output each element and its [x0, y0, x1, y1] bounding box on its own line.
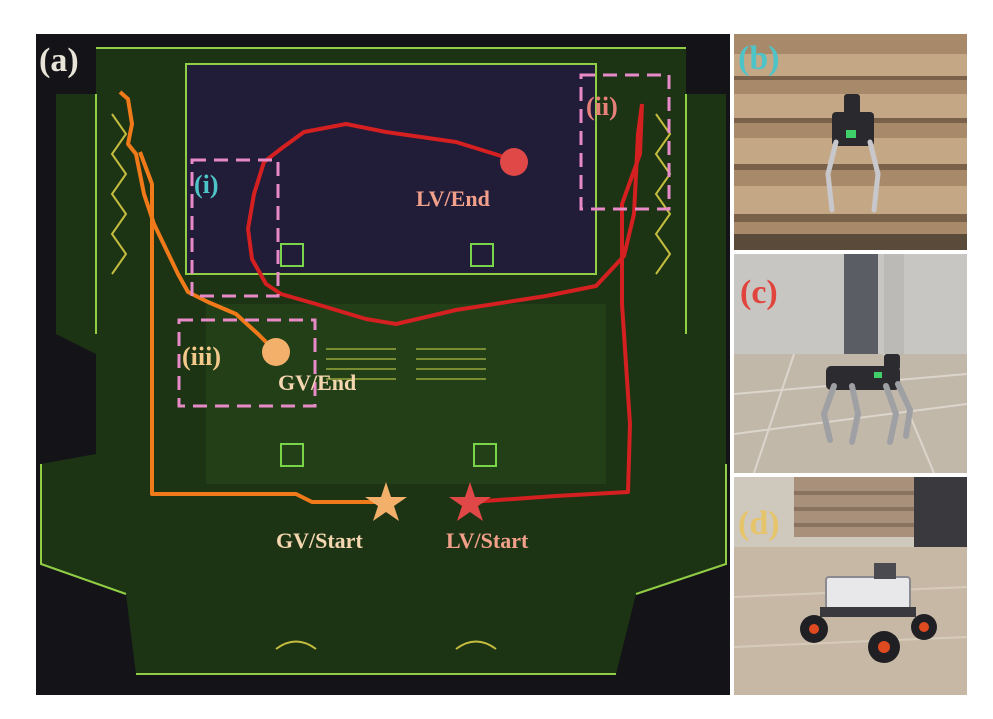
- lv-end-label: LV/End: [416, 186, 490, 211]
- region-iii-box: [177, 318, 317, 408]
- lv-trajectory: [246, 103, 644, 504]
- region-ii-box: [579, 73, 671, 211]
- corridor-photo: (c): [734, 254, 967, 473]
- gv-start-marker: [365, 482, 407, 521]
- panel-b-label: (b): [738, 40, 780, 77]
- corridor-photo-art: [734, 254, 967, 473]
- point-cloud: [40, 47, 727, 675]
- stairs-photo: (b): [734, 34, 967, 250]
- region-i-label: (i): [194, 170, 219, 199]
- legged-robot: [825, 94, 881, 213]
- gv-end-marker: [262, 338, 290, 366]
- legged-robot: [821, 354, 913, 445]
- panel-c-label: (c): [740, 274, 778, 311]
- region-ii-label: (ii): [586, 92, 618, 121]
- panel-a-label: (a): [39, 42, 79, 79]
- lv-end-marker: [500, 148, 528, 176]
- lv-start-marker: [449, 482, 491, 521]
- wheeled-robot-photo: (d): [734, 477, 967, 695]
- map-svg: [40, 47, 727, 675]
- wheeled-robot-photo-art: [734, 477, 967, 695]
- gv-trajectory: [118, 90, 386, 504]
- gv-start-label: GV/Start: [276, 528, 363, 553]
- stairs-photo-art: [734, 34, 967, 250]
- map-panel: (a) (i) (ii) (iii) LV/End GV/End GV/Star…: [36, 34, 730, 695]
- panel-d-label: (d): [738, 505, 780, 542]
- wheeled-robot: [800, 563, 937, 663]
- lv-start-label: LV/Start: [446, 528, 529, 553]
- region-i-box: [190, 158, 280, 298]
- gv-end-label: GV/End: [278, 370, 357, 395]
- region-iii-label: (iii): [182, 342, 221, 371]
- region-boxes: [177, 73, 671, 408]
